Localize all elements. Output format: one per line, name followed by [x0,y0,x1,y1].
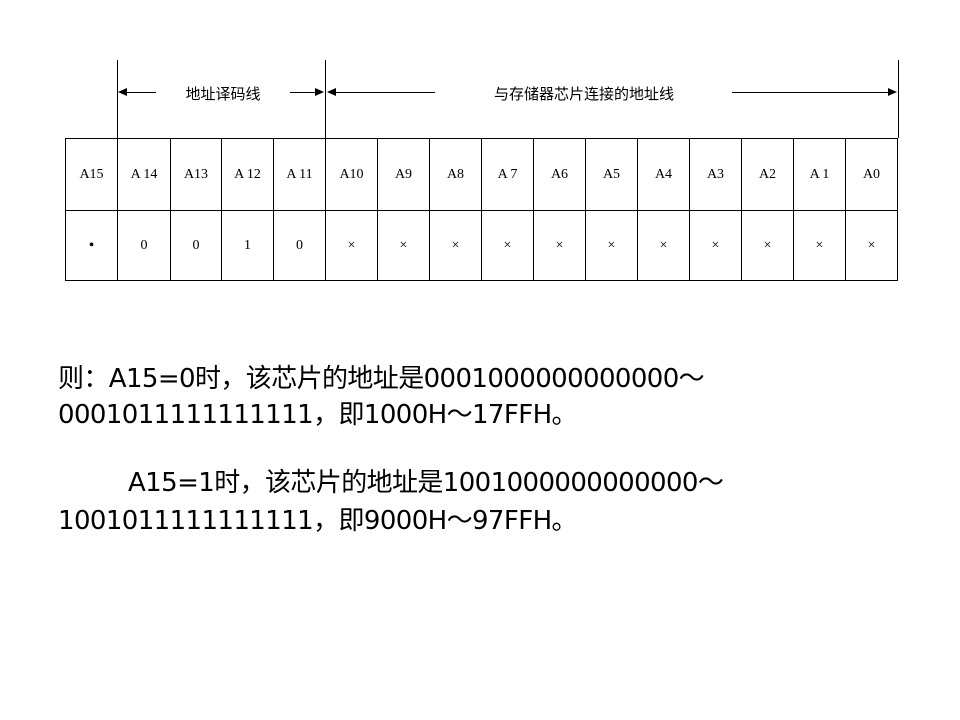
value-cell: 0 [117,210,171,281]
value-cell: × [377,210,430,281]
header-cell: A10 [325,138,378,211]
para2-line1: A15=1时，该芯片的地址是1001000000000000～ [128,468,724,498]
value-cell: 0 [273,210,326,281]
address-header-row: A15 A 14 A13 A 12 A 11 A10 A9 A8 A 7 A6 … [65,138,898,211]
para1-line2: 0001011111111111，即1000H～17FFH。 [58,400,578,430]
header-cell: A 11 [273,138,326,211]
value-cell: × [637,210,690,281]
para1-line1: 则：A15=0时，该芯片的地址是0001000000000000～ [58,364,705,394]
header-cell: A9 [377,138,430,211]
header-cell: A13 [170,138,222,211]
bracket-left-line [117,60,118,138]
decode-left-arrowhead [118,88,127,96]
header-cell: A 1 [793,138,846,211]
decode-right-arrowhead [315,88,324,96]
address-value-row: • 0 0 1 0 × × × × × × × × × × × [65,210,898,281]
value-cell: 1 [221,210,274,281]
value-cell: × [793,210,846,281]
header-cell: A15 [65,138,118,211]
value-cell: × [741,210,794,281]
header-cell: A 12 [221,138,274,211]
value-cell: × [689,210,742,281]
header-cell: A5 [585,138,638,211]
decode-lines-label: 地址译码线 [160,84,286,104]
header-cell: A 7 [481,138,534,211]
chip-left-arrowhead [327,88,336,96]
chip-arrow-line-left [329,92,435,93]
decode-arrow-line-left [120,92,156,93]
header-cell: A2 [741,138,794,211]
value-cell: × [481,210,534,281]
decode-arrow-line-right [290,92,322,93]
header-cell: A0 [845,138,898,211]
para2-line2: 1001011111111111，即9000H～97FFH。 [58,506,578,536]
header-cell: A6 [533,138,586,211]
value-cell: 0 [170,210,222,281]
bracket-right-line [898,60,899,138]
chip-lines-label: 与存储器芯片连接的地址线 [440,84,728,104]
value-cell: × [429,210,482,281]
header-cell: A4 [637,138,690,211]
value-cell: × [845,210,898,281]
header-cell: A3 [689,138,742,211]
header-cell: A8 [429,138,482,211]
chip-arrow-line-right [732,92,894,93]
value-cell: × [533,210,586,281]
value-cell: × [325,210,378,281]
address-line-diagram: 地址译码线 与存储器芯片连接的地址线 A15 A 14 A13 A 12 A 1… [0,0,960,300]
value-cell: • [65,210,118,281]
bracket-mid-line [325,60,326,138]
chip-right-arrowhead [888,88,897,96]
address-bits-table: A15 A 14 A13 A 12 A 11 A10 A9 A8 A 7 A6 … [65,138,898,281]
value-cell: × [585,210,638,281]
header-cell: A 14 [117,138,171,211]
